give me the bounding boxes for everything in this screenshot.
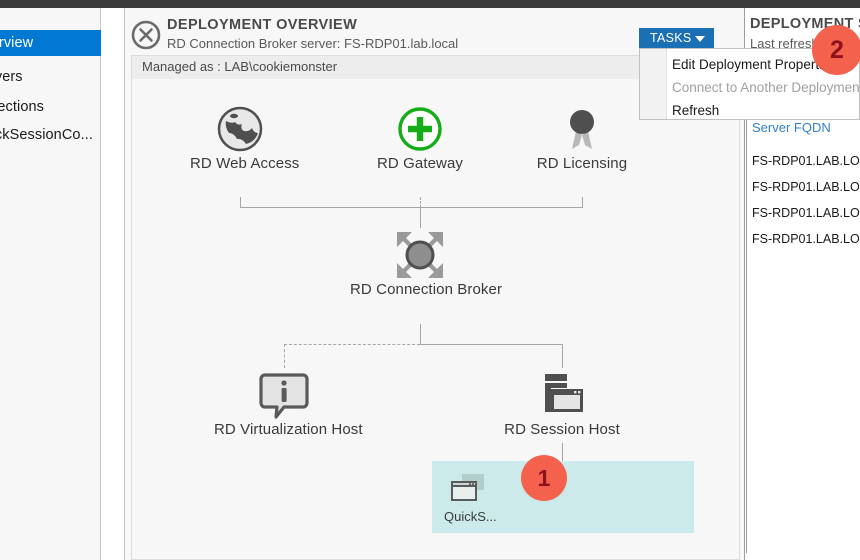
window-title-bar [0, 0, 860, 8]
session-host-icon [492, 369, 632, 421]
sidebar-item-collections[interactable]: Collections [0, 94, 101, 120]
menu-item-edit-deployment-properties[interactable]: Edit Deployment Properties [672, 57, 837, 72]
node-rd-web-access[interactable]: RD Web Access [190, 103, 300, 172]
quick-session-collection-box[interactable]: QuickS... [432, 461, 694, 533]
table-row[interactable]: FS-RDP01.LAB.LOCAL [752, 232, 860, 246]
deployment-diagram-canvas: RD Web Access RD Gateway [131, 79, 740, 560]
connector-bus-to-broker [420, 207, 421, 228]
collection-label: QuickS... [444, 509, 497, 524]
node-label: RD Session Host [504, 421, 620, 438]
info-callout-icon [214, 369, 354, 421]
ribbon-award-icon [532, 103, 632, 155]
sidebar-item-overview[interactable]: Overview [0, 30, 101, 56]
connector-sessionhost-to-collection [562, 443, 563, 461]
node-label: RD Connection Broker [350, 281, 503, 298]
overview-header: DEPLOYMENT OVERVIEW RD Connection Broker… [125, 8, 744, 52]
node-rd-virtualization-host[interactable]: RD Virtualization Host [214, 369, 363, 438]
page-subtitle: RD Connection Broker server: FS-RDP01.la… [167, 36, 459, 51]
table-row[interactable]: FS-RDP01.LAB.LOCAL [752, 206, 860, 220]
node-label: RD Gateway [376, 155, 464, 172]
collection-windows-icon [450, 473, 488, 505]
sidebar-item-quicksessioncollection[interactable]: QuickSessionCo... [0, 122, 101, 148]
menu-item-refresh[interactable]: Refresh [672, 103, 720, 118]
chevron-down-icon [694, 35, 706, 43]
sidebar-item-servers[interactable]: Servers [0, 64, 101, 90]
connector-top-bus [240, 207, 582, 208]
connector-virthost-stub [284, 344, 285, 368]
connection-broker-icon [350, 229, 490, 281]
green-plus-icon [370, 103, 470, 155]
managed-as-bar: Managed as : LAB\cookiemonster [131, 55, 740, 79]
managed-as-text: Managed as : LAB\cookiemonster [142, 59, 338, 74]
menu-item-connect-to-another-deployment: Connect to Another Deployment [672, 80, 860, 95]
node-rd-session-host[interactable]: RD Session Host [492, 369, 632, 438]
sidebar-item-label: Collections [0, 99, 45, 115]
table-row[interactable]: FS-RDP01.LAB.LOCAL [752, 180, 860, 194]
node-label: RD Virtualization Host [214, 421, 363, 438]
node-rd-licensing[interactable]: RD Licensing [532, 103, 632, 172]
navigation-sidebar: Overview Servers Collections QuickSessio… [0, 8, 101, 560]
tasks-button-label: TASKS [650, 31, 692, 45]
node-rd-gateway[interactable]: RD Gateway [370, 103, 470, 172]
globe-icon [190, 103, 290, 155]
tasks-button[interactable]: TASKS [639, 28, 714, 48]
servers-grid [746, 113, 860, 553]
connector-lower-bus-left [284, 344, 420, 345]
deployment-overview-icon [131, 20, 161, 50]
node-rd-connection-broker[interactable]: RD Connection Broker [350, 229, 503, 298]
callout-badge-2: 2 [812, 25, 860, 75]
callout-badge-value: 2 [830, 35, 844, 64]
connector-web-stub [240, 197, 241, 208]
connector-sessionhost-stub [562, 344, 563, 368]
column-header-server-fqdn[interactable]: Server FQDN [752, 120, 831, 135]
node-label: RD Web Access [190, 155, 300, 172]
callout-badge-value: 1 [537, 464, 551, 491]
connector-licensing-stub [582, 197, 583, 208]
connector-gateway-stub [420, 197, 421, 208]
sidebar-item-label: Overview [0, 35, 34, 51]
page-title: DEPLOYMENT OVERVIEW [167, 17, 358, 33]
table-row[interactable]: FS-RDP01.LAB.LOCAL [752, 154, 860, 168]
connector-broker-down [420, 324, 421, 344]
connector-lower-bus-right [420, 344, 562, 345]
node-label: RD Licensing [536, 155, 628, 172]
sidebar-item-label: Servers [0, 69, 23, 85]
callout-badge-1: 1 [521, 455, 567, 501]
sidebar-item-label: QuickSessionCo... [0, 127, 93, 143]
